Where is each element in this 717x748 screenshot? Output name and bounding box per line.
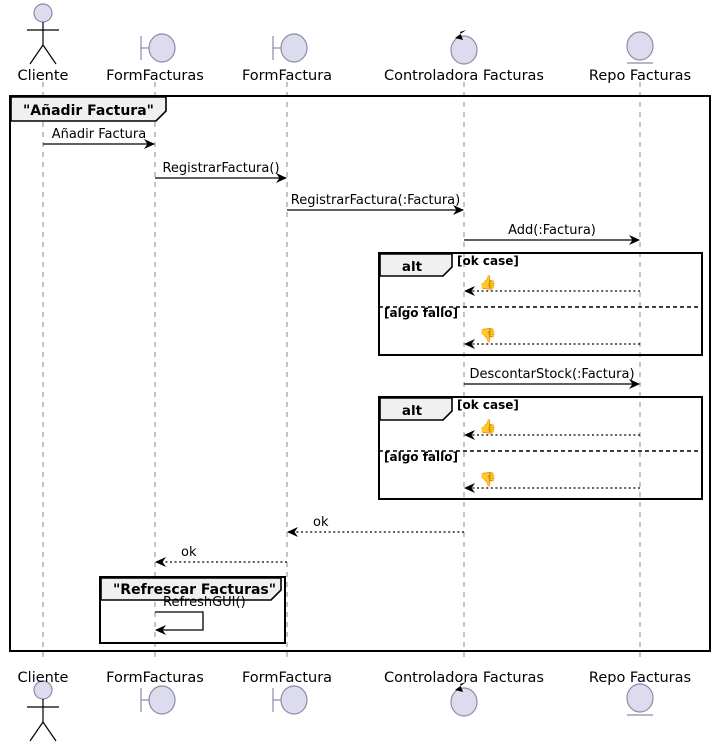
msg-registrar-factura-p[interactable]: RegistrarFactura(:Factura) <box>287 193 464 215</box>
participant-repo-facturas[interactable]: Repo Facturas <box>589 670 691 716</box>
msg-return-ok-1-glyph: 👍 <box>479 274 496 291</box>
participants-top: Cliente FormFacturas FormFactura Controlado… <box>18 3 691 84</box>
participant-label-controladora-facturas: Controladora Facturas <box>384 670 544 686</box>
frame-anadir-factura-header-tab <box>10 96 167 122</box>
participant-label-formfactura: FormFactura <box>242 670 332 686</box>
msg-ok-controladora-to-formfactura-label: ok <box>313 515 329 530</box>
participant-label-formfacturas: FormFacturas <box>106 670 204 686</box>
alt-descontar-stock-guard-0: [ok case] <box>457 398 519 412</box>
participant-label-repo-facturas: Repo Facturas <box>589 68 691 84</box>
alt-fragment-group: alt [ok case] [algo fallo] alt [ok case] [alg… <box>378 252 703 500</box>
alt-add: alt [ok case] [algo fallo] <box>378 252 703 356</box>
frame-refrescar-facturas-label: "Refrescar Facturas" <box>113 582 276 598</box>
entity-icon <box>626 31 654 64</box>
participant-label-cliente: Cliente <box>18 670 69 686</box>
control-icon <box>450 682 478 717</box>
alt-add-guard-1: [algo fallo] <box>384 306 458 320</box>
alt-add-border <box>378 252 703 356</box>
msg-return-fail-2-glyph: 👎 <box>479 471 496 488</box>
participant-label-cliente: Cliente <box>18 68 69 84</box>
alt-descontar-stock-border <box>378 396 703 500</box>
alt-descontar-stock-operator-label: alt <box>402 403 423 419</box>
entity-icon <box>626 683 654 716</box>
alt-descontar-stock-operator-tab <box>379 397 453 421</box>
participant-formfacturas[interactable]: FormFacturas <box>106 670 204 715</box>
participant-formfacturas[interactable]: FormFacturas <box>106 33 204 84</box>
frame-refrescar-facturas-border <box>99 576 286 644</box>
boundary-icon <box>140 685 176 715</box>
boundary-icon <box>140 33 176 63</box>
alt-add-operator-tab <box>379 253 453 277</box>
alt-add-operator-label: alt <box>402 259 423 275</box>
participant-cliente[interactable]: Cliente <box>18 3 69 84</box>
msg-add-factura[interactable]: Add(:Factura) <box>464 223 640 245</box>
participant-cliente[interactable]: Cliente <box>18 670 69 742</box>
participant-formfactura[interactable]: FormFactura <box>242 670 332 715</box>
msg-return-ok-2[interactable]: 👍 <box>464 418 640 440</box>
alt-descontar-stock: alt [ok case] [algo fallo] <box>378 396 703 500</box>
msg-anadir-factura-label: Añadir Factura <box>52 127 147 142</box>
boundary-icon <box>272 685 308 715</box>
control-icon <box>450 30 478 65</box>
msg-add-factura-label: Add(:Factura) <box>508 223 596 238</box>
msg-return-fail-1[interactable]: 👎 <box>464 327 640 349</box>
msg-return-ok-1[interactable]: 👍 <box>464 274 640 296</box>
msg-anadir-factura[interactable]: Añadir Factura <box>43 127 155 149</box>
msg-refresh-gui[interactable]: RefreshGUI() <box>155 595 246 635</box>
participant-label-controladora-facturas: Controladora Facturas <box>384 68 544 84</box>
actor-head-icon <box>33 3 53 23</box>
participant-label-repo-facturas: Repo Facturas <box>589 670 691 686</box>
alt-add-guard-0: [ok case] <box>457 254 519 268</box>
msg-descontar-stock-label: DescontarStock(:Factura) <box>469 367 634 382</box>
participant-label-formfacturas: FormFacturas <box>106 68 204 84</box>
msg-ok-formfactura-to-formfacturas-label: ok <box>181 545 197 560</box>
frame-anadir-factura-border <box>9 95 711 652</box>
msg-return-fail-1-glyph: 👎 <box>479 327 496 344</box>
participant-repo-facturas[interactable]: Repo Facturas <box>589 31 691 84</box>
participant-controladora-facturas[interactable]: Controladora Facturas <box>384 30 544 84</box>
frame-anadir-factura-label: "Añadir Factura" <box>23 103 154 119</box>
frame-refrescar-facturas: "Refrescar Facturas" <box>99 576 286 644</box>
frame-refrescar-facturas-header-tab <box>100 577 282 601</box>
alt-descontar-stock-guard-1: [algo fallo] <box>384 450 458 464</box>
msg-registrar-factura[interactable]: RegistrarFactura() <box>155 161 287 183</box>
participant-label-formfactura: FormFactura <box>242 68 332 84</box>
msg-registrar-factura-p-label: RegistrarFactura(:Factura) <box>291 193 460 208</box>
participant-controladora-facturas[interactable]: Controladora Facturas <box>384 670 544 717</box>
participants-bottom: Cliente FormFacturas FormFactura Controlado… <box>18 670 691 742</box>
participant-formfactura[interactable]: FormFactura <box>242 33 332 84</box>
msg-ok-formfactura-to-formfacturas[interactable]: ok <box>155 545 287 567</box>
msg-refresh-gui-label: RefreshGUI() <box>163 595 246 610</box>
msg-descontar-stock[interactable]: DescontarStock(:Factura) <box>464 367 640 389</box>
msg-return-fail-2[interactable]: 👎 <box>464 471 640 493</box>
msg-registrar-factura-label: RegistrarFactura() <box>162 161 279 176</box>
boundary-icon <box>272 33 308 63</box>
frame-anadir-factura: "Añadir Factura" <box>9 95 711 652</box>
msg-refresh-gui-arrow <box>155 611 204 635</box>
msg-return-ok-2-glyph: 👍 <box>479 418 496 435</box>
actor-icon <box>27 680 59 742</box>
frame-group: "Añadir Factura" "Refrescar Facturas" <box>9 95 711 652</box>
actor-icon <box>27 3 59 65</box>
msg-ok-controladora-to-formfactura[interactable]: ok <box>287 515 464 537</box>
